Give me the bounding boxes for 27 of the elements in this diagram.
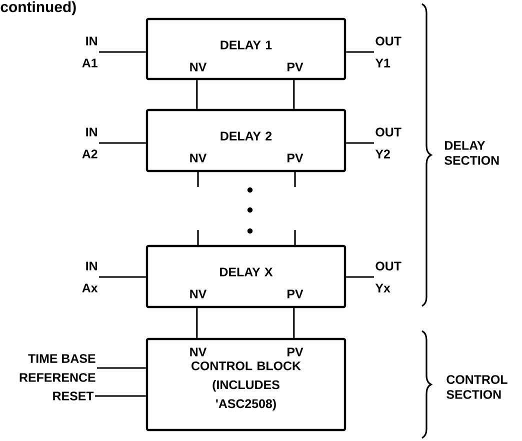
wire (346, 51, 374, 53)
block-box: DELAY X NV PV (146, 244, 346, 308)
signal-label: IN A1 (82, 36, 98, 68)
signal-label: RESET (53, 392, 94, 400)
signal-label: OUT Y1 (375, 36, 402, 68)
wire (346, 142, 374, 144)
signal-label: IN A2 (82, 128, 98, 158)
wire (99, 276, 146, 278)
wire (196, 80, 198, 109)
block-box: DELAY 2 NV PV (146, 108, 346, 172)
wire (293, 80, 295, 109)
wire (97, 367, 146, 369)
section-label: DELAY SECTION (444, 141, 499, 165)
wire (196, 308, 198, 338)
signal-label: IN Ax (82, 262, 98, 292)
wire (95, 395, 146, 397)
signal-label: OUT Y2 (375, 128, 402, 158)
block-box: DELAY 1 NV PV (146, 18, 346, 80)
wire (346, 276, 374, 278)
wire (293, 308, 295, 338)
section-label: CONTROL SECTION (446, 375, 508, 399)
signal-label: TIME BASE REFERENCE (20, 354, 96, 382)
heading: continued) (0, 1, 76, 16)
block-box: NV PV CONTROL BLOCK (INCLUDES 'ASC2508) (146, 338, 346, 432)
wire (99, 142, 146, 144)
signal-label: OUT Yx (375, 262, 402, 292)
wire (99, 51, 146, 53)
